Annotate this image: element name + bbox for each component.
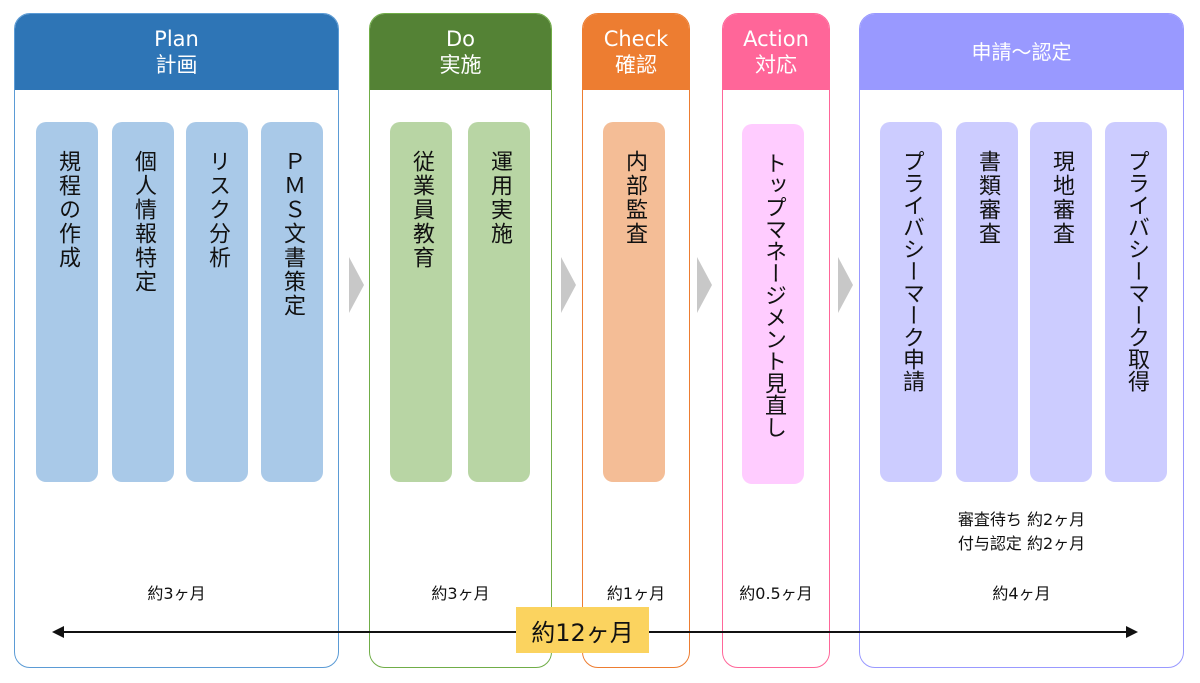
phase-check-header: Check 確認 [583, 14, 689, 90]
total-duration-badge: 約12ヶ月 [516, 607, 649, 653]
phase-do-title-en: Do [445, 27, 476, 51]
step-card: 現地審査 [1030, 122, 1092, 482]
step-label: 書類審査 [975, 150, 1000, 246]
phase-plan-title-en: Plan [154, 27, 199, 51]
step-card: リスク分析 [186, 122, 248, 482]
step-card: トップマネージメント見直し [742, 124, 804, 484]
phase-cert-duration: 約4ヶ月 [992, 584, 1051, 603]
step-label: プライバシーマーク取得 [1124, 150, 1149, 392]
step-label: ＰＭＳ文書策定 [280, 150, 305, 318]
arrow-right-icon [1126, 626, 1138, 638]
step-card: 規程の作成 [36, 122, 98, 482]
phase-do-duration: 約3ヶ月 [431, 584, 490, 603]
step-card: 書類審査 [956, 122, 1018, 482]
phase-action-duration: 約0.5ヶ月 [739, 584, 813, 603]
chevron-right-icon [349, 257, 364, 313]
step-card: 内部監査 [603, 122, 665, 482]
phase-do-title-ja: 実施 [439, 53, 482, 77]
phase-plan-duration: 約3ヶ月 [147, 584, 206, 603]
note-line: 審査待ち 約2ヶ月 [957, 510, 1086, 529]
phase-action-header: Action 対応 [723, 14, 829, 90]
phase-cert-notes: 審査待ち 約2ヶ月 付与認定 約2ヶ月 [860, 508, 1183, 556]
step-label: リスク分析 [205, 150, 230, 270]
phase-check-title-en: Check [603, 27, 669, 51]
step-label: プライバシーマーク申請 [899, 150, 924, 392]
phase-plan-header: Plan 計画 [15, 14, 338, 90]
step-label: 運用実施 [487, 150, 512, 246]
phase-cert-title: 申請～認定 [971, 40, 1072, 64]
step-card: 従業員教育 [390, 122, 452, 482]
step-card: 個人情報特定 [112, 122, 174, 482]
step-label: 個人情報特定 [131, 150, 156, 294]
chevron-right-icon [561, 257, 576, 313]
phase-action-title-ja: 対応 [755, 53, 797, 77]
step-label: 内部監査 [622, 150, 647, 246]
chevron-right-icon [838, 257, 853, 313]
step-card: プライバシーマーク申請 [880, 122, 942, 482]
chevron-right-icon [697, 257, 712, 313]
step-label: トップマネージメント見直し [761, 152, 786, 438]
phase-action-title-en: Action [743, 27, 809, 51]
phase-cert-header: 申請～認定 [860, 14, 1183, 90]
phase-check: Check 確認 内部監査 約1ヶ月 [582, 13, 690, 668]
phase-certification: 申請～認定 プライバシーマーク申請 書類審査 現地審査 プライバシーマーク取得 … [859, 13, 1184, 668]
phase-check-title-ja: 確認 [615, 53, 657, 77]
phase-plan-title-ja: 計画 [155, 53, 198, 77]
step-label: 従業員教育 [409, 150, 434, 270]
arrow-left-icon [52, 626, 64, 638]
step-card: 運用実施 [468, 122, 530, 482]
phase-action: Action 対応 トップマネージメント見直し 約0.5ヶ月 [722, 13, 830, 668]
step-label: 規程の作成 [55, 150, 80, 270]
phase-plan: Plan 計画 規程の作成 個人情報特定 リスク分析 ＰＭＳ文書策定 約3ヶ月 [14, 13, 339, 668]
step-card: ＰＭＳ文書策定 [261, 122, 323, 482]
phase-check-duration: 約1ヶ月 [606, 584, 666, 603]
note-line: 付与認定 約2ヶ月 [957, 534, 1086, 553]
phase-do-header: Do 実施 [370, 14, 551, 90]
step-label: 現地審査 [1049, 150, 1074, 246]
phase-do: Do 実施 従業員教育 運用実施 約3ヶ月 [369, 13, 552, 668]
step-card: プライバシーマーク取得 [1105, 122, 1167, 482]
